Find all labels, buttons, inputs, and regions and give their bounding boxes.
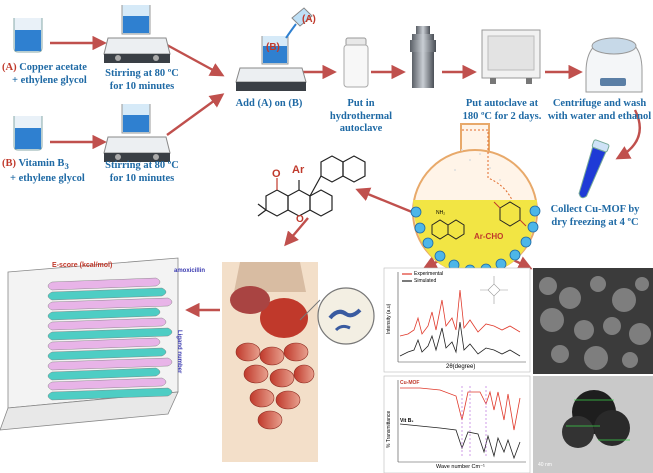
- stir-a-caption: Stirring at 80 ºC for 10 minutes: [100, 68, 184, 93]
- beaker-a-icon: [13, 18, 43, 53]
- ftir-cu-mof-tag: Cu-MOF: [400, 380, 420, 386]
- xrd-experimental-trace: [399, 289, 521, 337]
- naphthylamine-icon: [431, 219, 465, 240]
- beaker-b-icon: [13, 116, 43, 151]
- hot-plate-stirrer-a-icon: [103, 5, 171, 63]
- oven-icon: [481, 29, 541, 84]
- mixing-stirrer-icon: [235, 7, 313, 91]
- xrd-legend-simulated: Simulated: [414, 278, 437, 284]
- stir-a-line1: Stirring at 80 ºC: [105, 68, 179, 79]
- docking-score-bar: [47, 387, 173, 401]
- reagent-b-subscript: 3: [64, 161, 69, 172]
- xrd-x-axis-label: 2θ(degree): [446, 364, 476, 370]
- collect-caption: Collect Cu-MOF by dry freezing at 4 ºC: [540, 204, 650, 229]
- beaker-a-tag: (A): [302, 14, 316, 25]
- autoclave-icon: [410, 26, 436, 88]
- reagent-b-letter: (B): [2, 158, 16, 169]
- product-carbonyl-o: O: [272, 168, 281, 180]
- docking-y-axis-label: Ligand number: [176, 330, 182, 374]
- xanthene-product-structure: [257, 155, 366, 217]
- hot-plate-stirrer-b-icon: [103, 104, 171, 162]
- product-ring-o: O: [296, 214, 304, 225]
- docking-title: E-score (kcal/mol): [52, 262, 113, 269]
- hydrothermal-line1: Put in hydrothermal: [329, 98, 393, 122]
- docking-score-bar: [47, 327, 173, 341]
- bacteria-icon: [328, 308, 362, 320]
- docking-score-bar: [47, 297, 173, 311]
- xrd-y-axis-label: Intensity (a.u): [386, 303, 392, 334]
- docking-score-bar: [47, 337, 161, 351]
- mof-crystal-structure: [480, 276, 508, 304]
- xrd-pattern-panel: [383, 267, 531, 373]
- teflon-liner-icon: [343, 37, 369, 88]
- docking-score-bar: [47, 287, 167, 301]
- docking-3d-box: [0, 257, 179, 431]
- aldehyde-label: Ar-CHO: [474, 232, 504, 241]
- docking-bars: [47, 277, 173, 401]
- centrifuge-line2: with water and ethanol: [547, 110, 652, 122]
- arrow-stir-b-to-mix: [166, 93, 225, 136]
- round-bottom-flask-icon: [410, 123, 541, 276]
- centrifuge-line1: Centrifuge and wash: [552, 98, 647, 109]
- arrow-centrifuge-to-tube: [615, 109, 641, 160]
- arrow-flask-to-product: [355, 187, 413, 214]
- beaker-b-tag: (B): [266, 42, 280, 53]
- centrifuge-caption: Centrifuge and wash with water and ethan…: [546, 98, 653, 123]
- reagent-a-label: (A) Copper acetate + ethylene glycol: [2, 62, 114, 87]
- digestive-system-image: [222, 262, 375, 462]
- product-aryl-label: Ar: [292, 164, 305, 176]
- arrow-stir-a-to-mix: [166, 43, 225, 77]
- reagent-b-label: (B) Vitamin B3 + ethylene glycol: [2, 158, 114, 185]
- autoclave-line2: 180 ºC for 2 days.: [462, 110, 542, 122]
- reagent-b-solvent: + ethylene glycol: [10, 172, 85, 184]
- ftir-y-axis-label: % Transmittance: [386, 410, 392, 448]
- docking-score-bar: [47, 377, 167, 391]
- xrd-legend-experimental: Experimental: [414, 271, 444, 277]
- stir-a-line2: for 10 minutes: [109, 80, 175, 92]
- docking-score-bar: [47, 357, 173, 371]
- docking-score-bar: [47, 347, 167, 361]
- xrd-simulated-trace: [399, 321, 521, 357]
- reagent-b-name: Vitamin B: [18, 158, 65, 169]
- eppendorf-tube-icon: [578, 139, 610, 199]
- docking-score-bar: [47, 317, 167, 331]
- ftir-vitamin-b3-tag: Vit B₃: [400, 418, 414, 424]
- autoclave-line1: Put autoclave at: [465, 98, 539, 109]
- docking-score-bar: [47, 277, 161, 291]
- ftir-vitamin-b3-trace: [399, 423, 521, 460]
- collect-line2: dry freezing at 4 ºC: [551, 216, 639, 228]
- tem-scale-label: 40 nm: [538, 462, 552, 468]
- collect-line1: Collect Cu-MOF by: [550, 204, 640, 215]
- ftir-x-axis-label: Wave number Cm⁻¹: [436, 464, 485, 470]
- autoclave-caption: Put autoclave at 180 ºC for 2 days.: [454, 98, 550, 123]
- add-caption: Add (A) on (B): [235, 98, 303, 109]
- docking-antibiotic-label: amoxicillin: [174, 268, 206, 274]
- steam-dots: [454, 149, 501, 181]
- reagent-a-letter: (A): [2, 62, 17, 73]
- docking-score-bar: [47, 367, 161, 381]
- hydrothermal-caption: Put in hydrothermal autoclave: [316, 98, 406, 136]
- intestine-loops: [235, 342, 315, 430]
- reagent-a-name: Copper acetate: [19, 62, 87, 73]
- tem-image-panel: [533, 376, 653, 473]
- stir-b-line2: for 10 minutes: [109, 172, 175, 184]
- stir-b-line1: Stirring at 80 ºC: [105, 160, 179, 171]
- docking-score-bar: [47, 307, 161, 321]
- cu-mof-beads: [410, 205, 541, 276]
- centrifuge-icon: [585, 37, 643, 93]
- sem-image-panel: [533, 268, 653, 374]
- stir-b-caption: Stirring at 80 ºC for 10 minutes: [100, 160, 184, 185]
- reagent-a-solvent: + ethylene glycol: [12, 74, 87, 86]
- hydrothermal-line2: autoclave: [339, 123, 383, 134]
- ftir-spectrum-panel: [383, 375, 531, 473]
- arrow-product-to-docking: [284, 217, 309, 247]
- amine-label: NH₂: [436, 210, 446, 216]
- dimedone-icon: [493, 201, 527, 227]
